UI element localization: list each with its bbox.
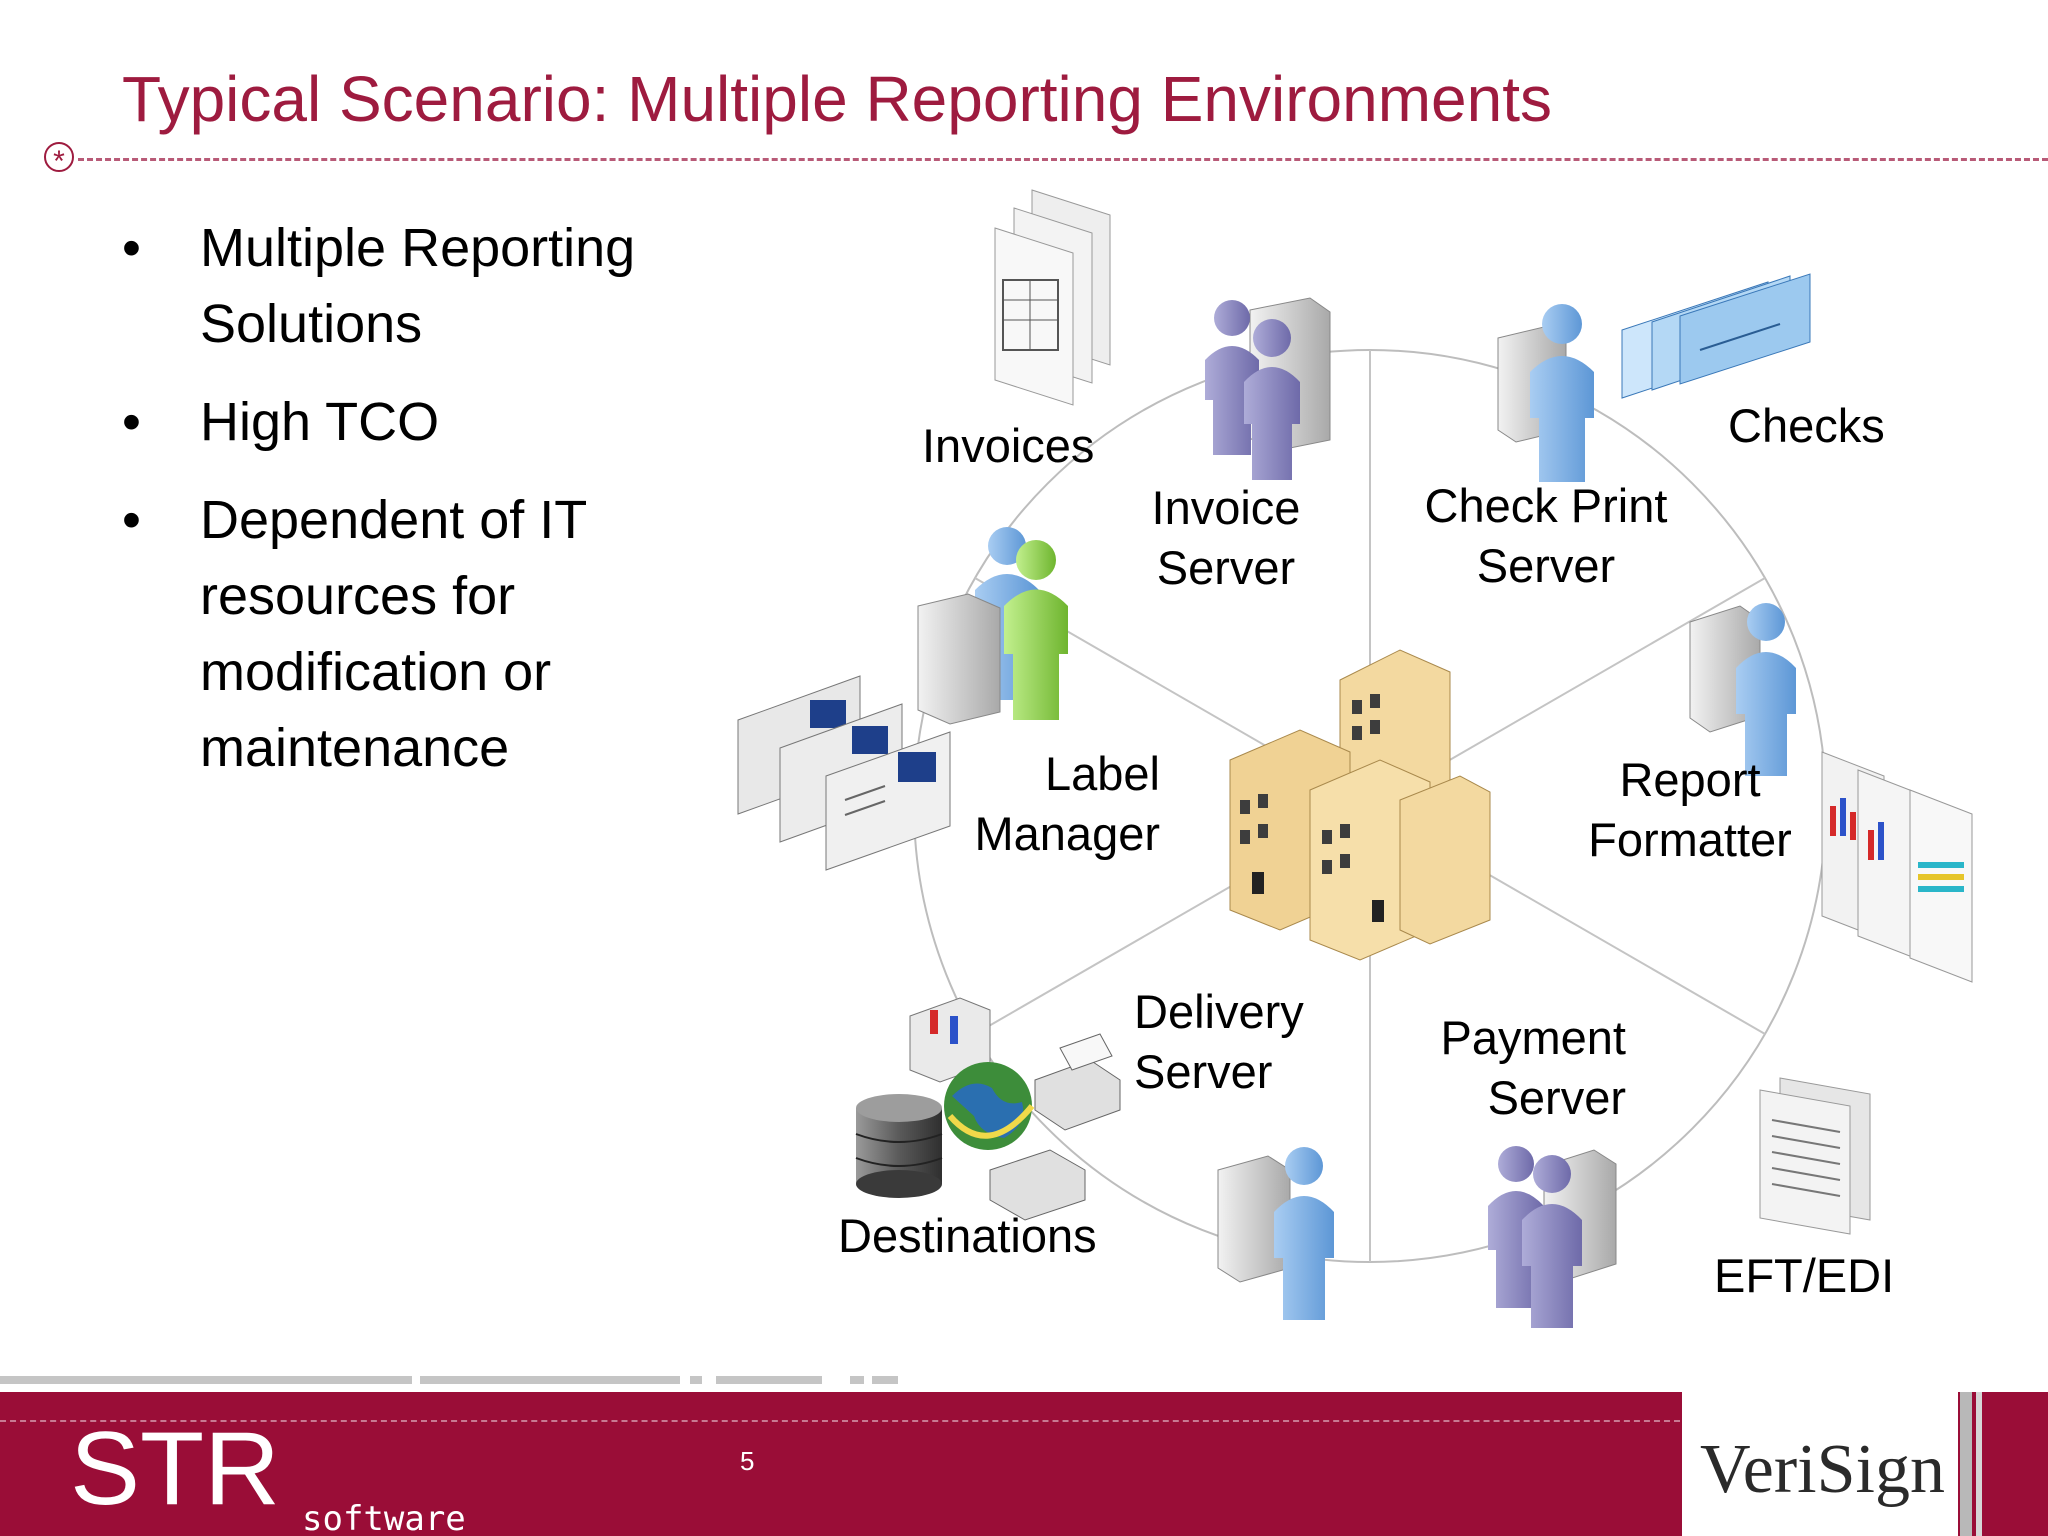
title-divider (78, 158, 2048, 161)
user-icon (1205, 300, 1300, 480)
user-icon (1274, 1147, 1334, 1320)
user-icon (1530, 304, 1594, 482)
label-line: Server (1487, 1071, 1626, 1124)
logo-box-edge (1960, 1392, 1972, 1536)
page-number: 5 (740, 1446, 755, 1476)
label-line: Delivery (1134, 985, 1304, 1038)
documents-icon (1759, 1077, 1871, 1235)
checks-icon (1621, 273, 1811, 399)
label-line: Server (1134, 1045, 1273, 1098)
label-line: Report (1619, 753, 1761, 806)
label-line: Server (1476, 539, 1616, 592)
logo-box-edge (1976, 1392, 1982, 1536)
slide-title: Typical Scenario: Multiple Reporting Env… (122, 63, 1552, 135)
label-label-manager: Label Manager (940, 744, 1161, 864)
label-line: Server (1156, 541, 1296, 594)
label-check-print-server: Check Print Server (1406, 476, 1686, 596)
slide-footer: STR software 5 VeriSign (0, 1392, 2048, 1536)
bullet-marker: • (122, 392, 141, 452)
bullet-marker: • (122, 218, 141, 278)
documents-icon (994, 189, 1111, 406)
bullet-marker: • (122, 490, 141, 550)
footer-band-segment (872, 1376, 898, 1384)
bullet-item: • Dependent of IT resources for modificat… (122, 482, 682, 786)
footer-band-segment (420, 1376, 680, 1384)
server-icon (917, 593, 1001, 725)
bullet-item: • Multiple Reporting Solutions (122, 210, 682, 362)
label-delivery-server: Delivery Server (1134, 982, 1304, 1102)
label-checks: Checks (1728, 399, 1885, 452)
label-payment-server: Payment Server (1396, 1008, 1626, 1128)
bullet-list: •Multiple Reporting Solutions •High TCO … (122, 210, 682, 808)
label-destinations: Destinations (838, 1209, 1097, 1262)
user-icon (1736, 603, 1796, 776)
footer-band-segment (690, 1376, 702, 1384)
label-report-formatter: Report Formatter (1570, 750, 1810, 870)
buildings-icon (1229, 649, 1491, 961)
footer-band-segment (716, 1376, 822, 1384)
str-logo-software: software (302, 1499, 466, 1532)
fax-icon (989, 1033, 1121, 1221)
bullet-text: High TCO (200, 392, 440, 452)
bullet-text: Multiple Reporting Solutions (200, 218, 636, 354)
monitor-screen-icon (737, 675, 951, 871)
bullet-item: • High TCO (122, 384, 682, 460)
str-software-logo: STR software (70, 1422, 466, 1532)
user-icon (975, 527, 1068, 720)
architecture-diagram (737, 189, 1973, 1328)
label-invoice-server: Invoice Server (1136, 478, 1316, 598)
report-chart-icon (1821, 751, 1973, 983)
bullet-text: Dependent of IT resources for modificati… (200, 490, 587, 778)
footer-band-segment (0, 1376, 412, 1384)
str-logo-mark: STR (70, 1422, 280, 1527)
label-invoices: Invoices (922, 419, 1095, 472)
footer-band-segment (850, 1376, 864, 1384)
label-line: Manager (974, 807, 1161, 860)
verisign-logo: VeriSign (1700, 1431, 1945, 1508)
label-line: Check Print (1424, 479, 1668, 532)
label-line: Formatter (1588, 813, 1792, 866)
label-line: Invoice (1151, 481, 1301, 534)
footer-divider (0, 1420, 1680, 1422)
verisign-logo-box (1682, 1392, 1958, 1536)
database-icon (855, 1094, 943, 1198)
label-eft-edi: EFT/EDI (1714, 1249, 1895, 1302)
label-line: Payment (1440, 1011, 1626, 1064)
globe-icon (944, 1062, 1035, 1150)
user-icon (1488, 1146, 1582, 1328)
asterisk-icon: * (44, 142, 74, 178)
label-line: Label (1045, 747, 1160, 800)
